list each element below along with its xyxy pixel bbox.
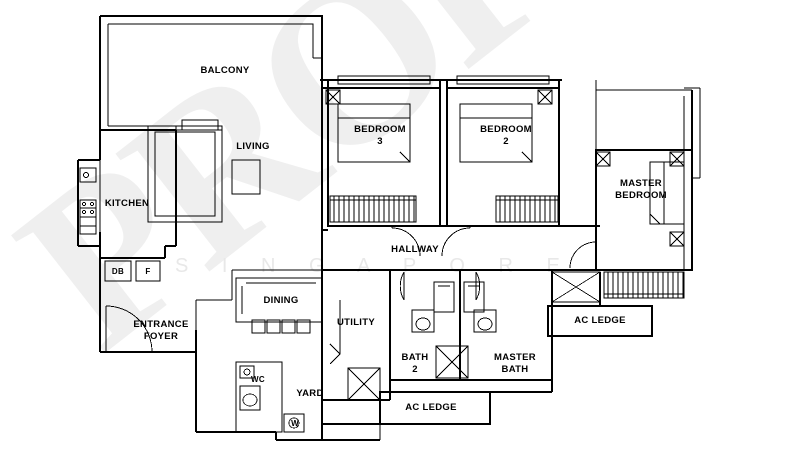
room-label-entrance-foyer: ENTRANCE (133, 319, 189, 330)
room-label-master-bath: MASTER (494, 352, 536, 363)
room-label-master-bedroom: MASTER (620, 178, 662, 189)
room-label-master-bedroom-2: BEDROOM (615, 190, 667, 201)
room-label-ac-ledge-right: AC LEDGE (574, 315, 626, 326)
room-label-bedroom-3: BEDROOM (354, 124, 406, 135)
room-label-balcony: BALCONY (200, 65, 250, 76)
label-db: DB (111, 267, 125, 276)
room-label-ac-ledge-bottom: AC LEDGE (405, 402, 457, 413)
room-label-wc: WC (251, 375, 265, 384)
room-number-bedroom-3: 3 (377, 136, 383, 147)
room-number-bedroom-2: 2 (503, 136, 509, 147)
room-label-bedroom-2: BEDROOM (480, 124, 532, 135)
room-label-bath-2: BATH (401, 352, 429, 363)
room-label-utility: UTILITY (337, 317, 375, 328)
label-fridge: F (145, 267, 151, 276)
room-number-bath-2: 2 (412, 364, 418, 375)
room-label-dining: DINING (263, 295, 299, 306)
room-label-yard: YARD (296, 388, 324, 399)
room-label-kitchen: KITCHEN (104, 198, 150, 209)
room-label-entrance-foyer-2: FOYER (143, 331, 179, 342)
room-label-living: LIVING (236, 141, 270, 152)
room-label-hallway: HALLWAY (391, 244, 439, 255)
room-label-master-bath-2: BATH (501, 364, 529, 375)
label-washer: W (291, 419, 299, 428)
